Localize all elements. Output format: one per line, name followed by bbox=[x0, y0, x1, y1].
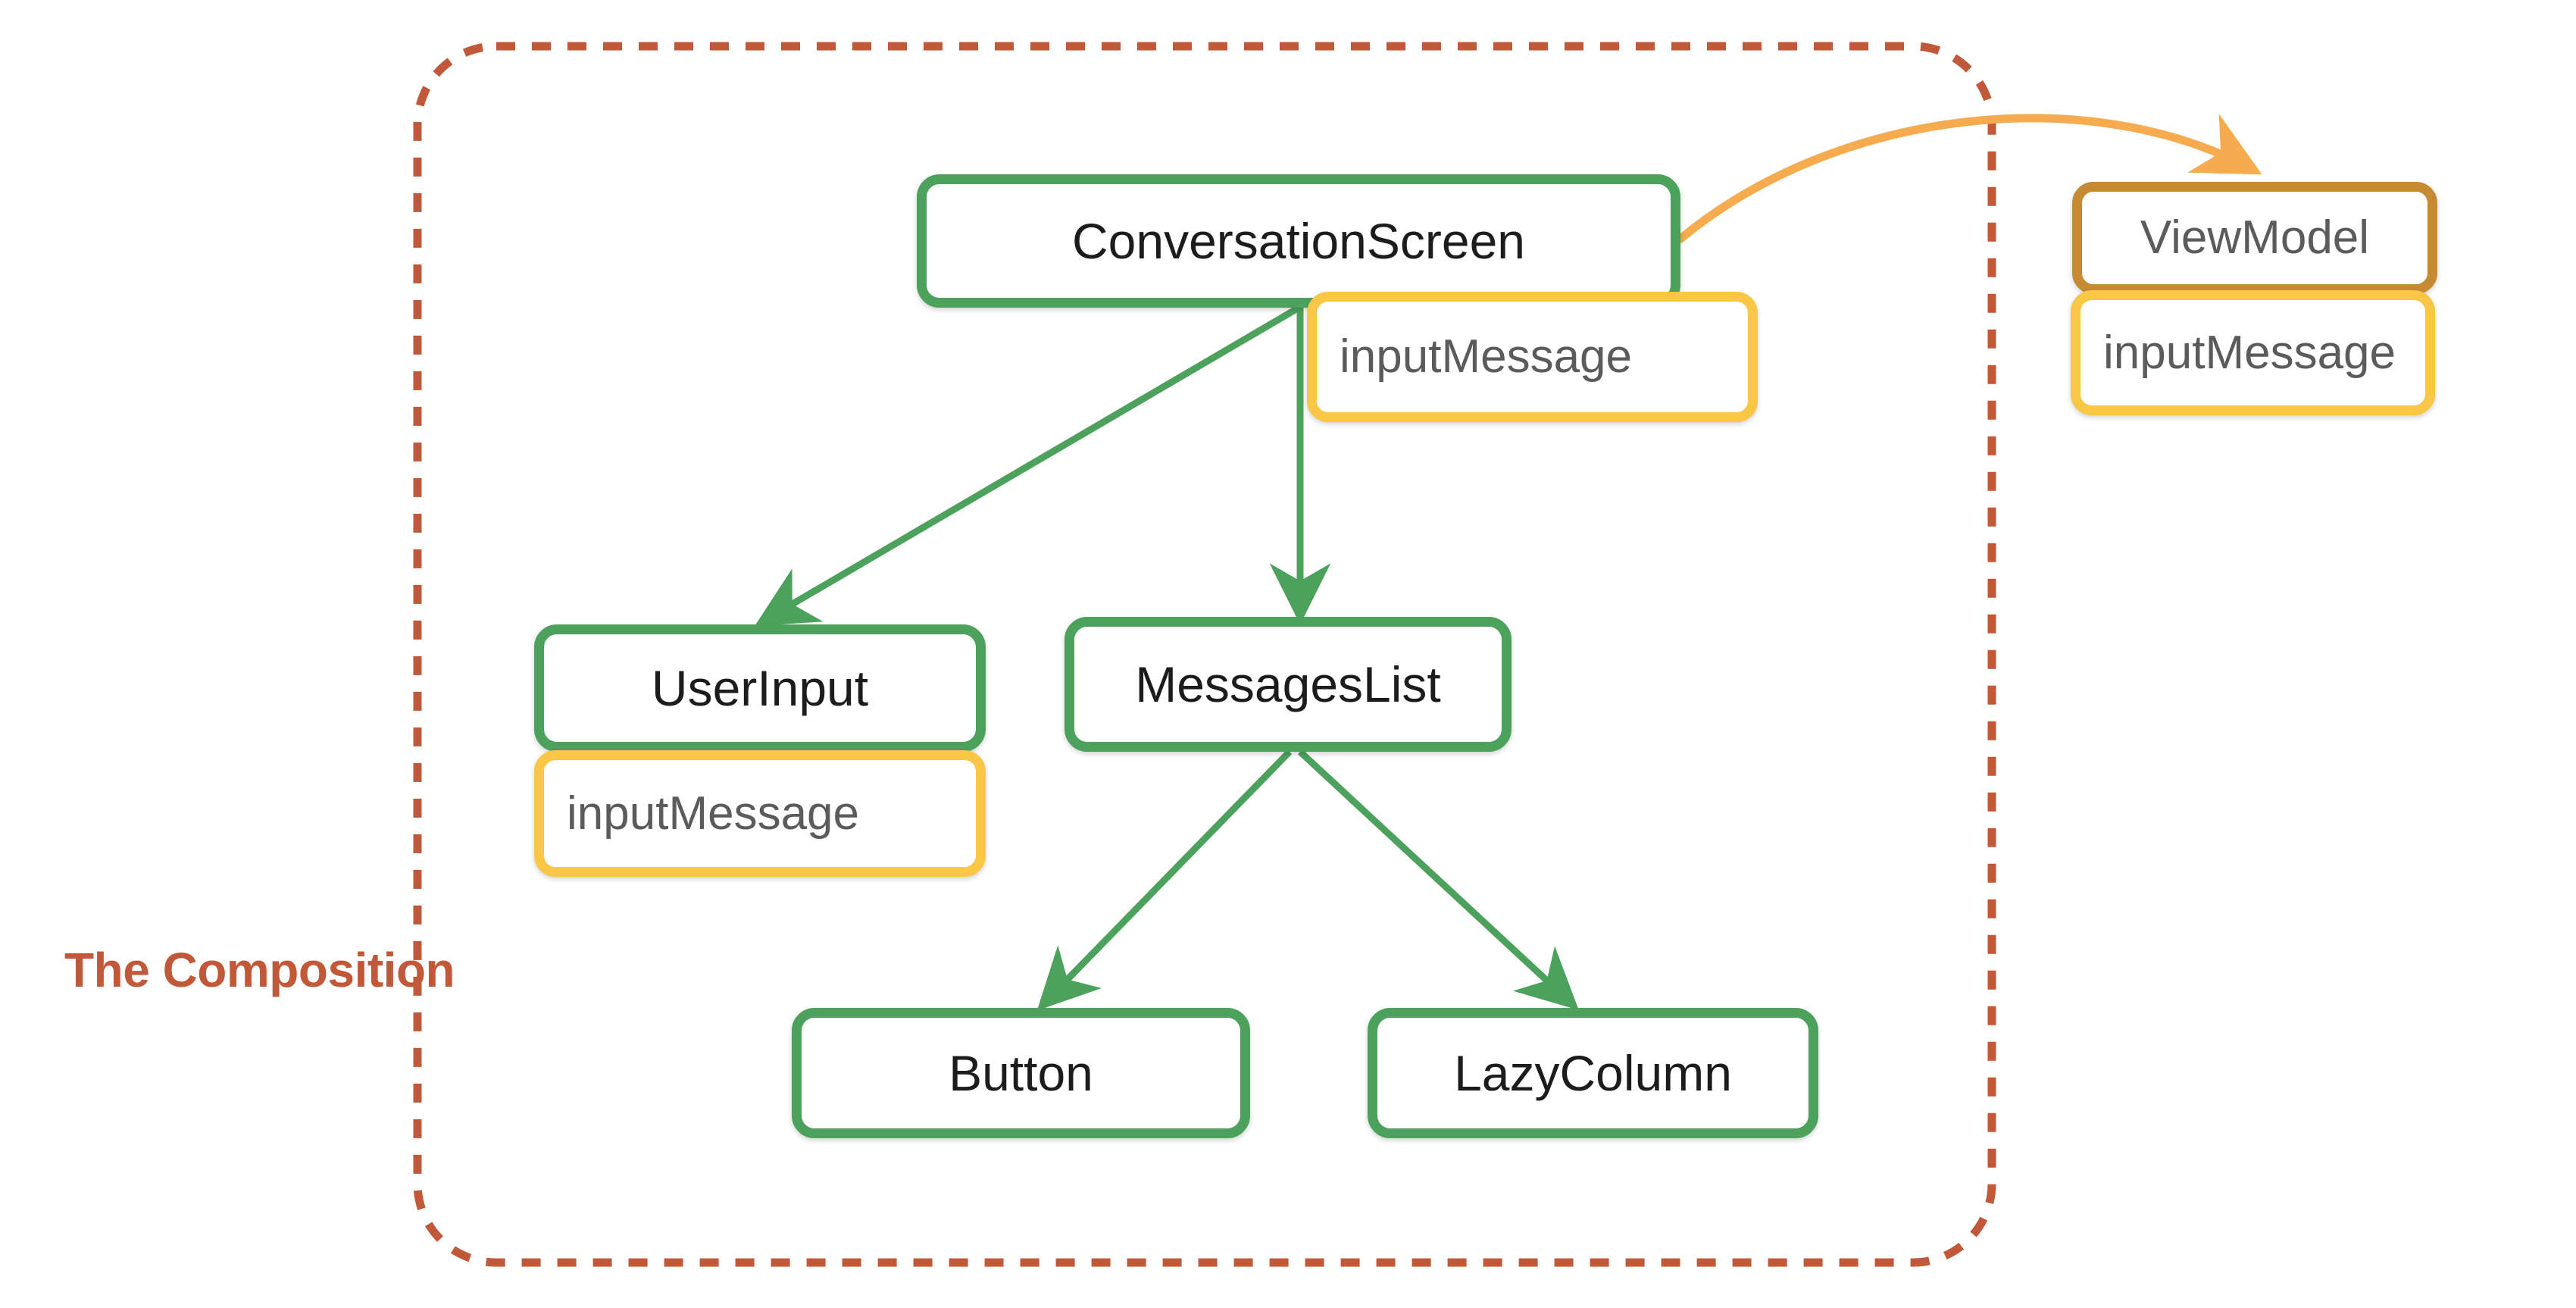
node-messageslist[interactable]: MessagesList bbox=[1064, 617, 1512, 752]
node-conversationscreen-label: ConversationScreen bbox=[1072, 213, 1525, 269]
node-conversationscreen-state-inputmessage[interactable]: inputMessage bbox=[1307, 292, 1758, 422]
node-messageslist-label: MessagesList bbox=[1135, 656, 1441, 712]
edge-messageslist-to-button bbox=[1036, 749, 1293, 1011]
node-viewmodel-state-label: inputMessage bbox=[2103, 326, 2396, 379]
node-viewmodel[interactable]: ViewModel bbox=[2072, 182, 2437, 294]
node-userinput-state-inputmessage[interactable]: inputMessage bbox=[534, 750, 986, 877]
node-viewmodel-state-inputmessage[interactable]: inputMessage bbox=[2071, 290, 2435, 415]
edge-messageslist-to-lazycolumn bbox=[1297, 749, 1579, 1011]
node-conversationscreen-state-label: inputMessage bbox=[1340, 330, 1633, 383]
node-userinput[interactable]: UserInput bbox=[534, 624, 986, 752]
node-conversationscreen[interactable]: ConversationScreen bbox=[917, 174, 1680, 308]
node-button-label: Button bbox=[949, 1045, 1093, 1101]
node-userinput-state-label: inputMessage bbox=[567, 787, 860, 840]
node-lazycolumn-label: LazyColumn bbox=[1454, 1045, 1732, 1101]
node-button[interactable]: Button bbox=[792, 1008, 1250, 1138]
node-viewmodel-label: ViewModel bbox=[2140, 211, 2370, 264]
node-lazycolumn[interactable]: LazyColumn bbox=[1368, 1008, 1818, 1138]
edge-conversationscreen-to-userinput bbox=[755, 304, 1302, 627]
composition-caption: The Composition bbox=[64, 943, 455, 997]
node-userinput-label: UserInput bbox=[651, 660, 869, 716]
